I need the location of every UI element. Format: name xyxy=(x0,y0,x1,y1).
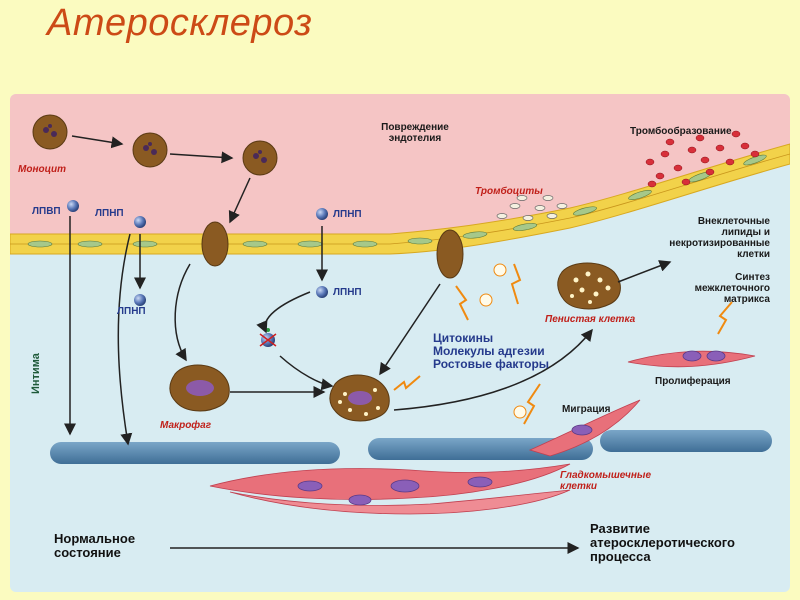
label-proliferation: Пролиферация xyxy=(655,376,731,387)
label-ldl-3: ЛПНП xyxy=(333,209,362,220)
label-ldl-2: ЛПНП xyxy=(117,306,146,317)
label-foam-cell: Пенистая клетка xyxy=(545,314,636,325)
process-arrows xyxy=(64,135,672,554)
label-ldl-1: ЛПНП xyxy=(95,208,124,219)
foam-cell xyxy=(557,262,621,310)
label-smooth-muscle: Гладкомышечные клетки xyxy=(560,470,652,492)
label-factors: Цитокины Молекулы адгезии Ростовые факто… xyxy=(433,331,550,371)
plus-signs xyxy=(479,263,527,419)
oxidized-ldl xyxy=(259,328,277,347)
elastic-membrane xyxy=(50,430,772,464)
label-endothelium-damage: Повреждение эндотелия xyxy=(381,122,449,144)
label-migration: Миграция xyxy=(562,404,611,415)
monocyte-cell xyxy=(32,114,278,176)
migrating-monocyte xyxy=(201,221,464,279)
label-thrombus: Тромбообразование xyxy=(630,126,732,137)
label-extracellular: Внеклеточные липиды и некротизированные … xyxy=(669,216,770,260)
atherosclerosis-diagram xyxy=(10,94,790,554)
endothelium-layer xyxy=(10,143,790,255)
label-ldl-4: ЛПНП xyxy=(333,287,362,298)
label-macrophage: Макрофаг xyxy=(160,420,212,431)
page-title: Атеросклероз xyxy=(47,2,313,44)
label-hdl: ЛПВП xyxy=(32,206,61,217)
label-monocyte: Моноцит xyxy=(18,164,67,175)
smooth-muscle-cells xyxy=(209,350,756,515)
thrombus xyxy=(645,130,760,188)
macrophage-cell xyxy=(169,364,230,412)
label-atherosclerosis-development: Развитие атеросклеротического процесса xyxy=(590,521,735,564)
platelets xyxy=(496,195,568,221)
label-matrix-synthesis: Синтез межклеточного матрикса xyxy=(694,272,770,305)
lipoprotein-spheres xyxy=(67,200,328,306)
label-intima: Интима xyxy=(30,353,42,394)
signal-arrows xyxy=(393,263,733,425)
lipid-macrophage xyxy=(329,374,390,422)
diagram-panel: Моноцит ЛПВП ЛПНП ЛПНП ЛПНП ЛПНП Поврежд… xyxy=(10,94,790,592)
label-normal-state: Нормальное состояние xyxy=(54,531,136,560)
label-platelets: Тромбоциты xyxy=(475,186,543,197)
